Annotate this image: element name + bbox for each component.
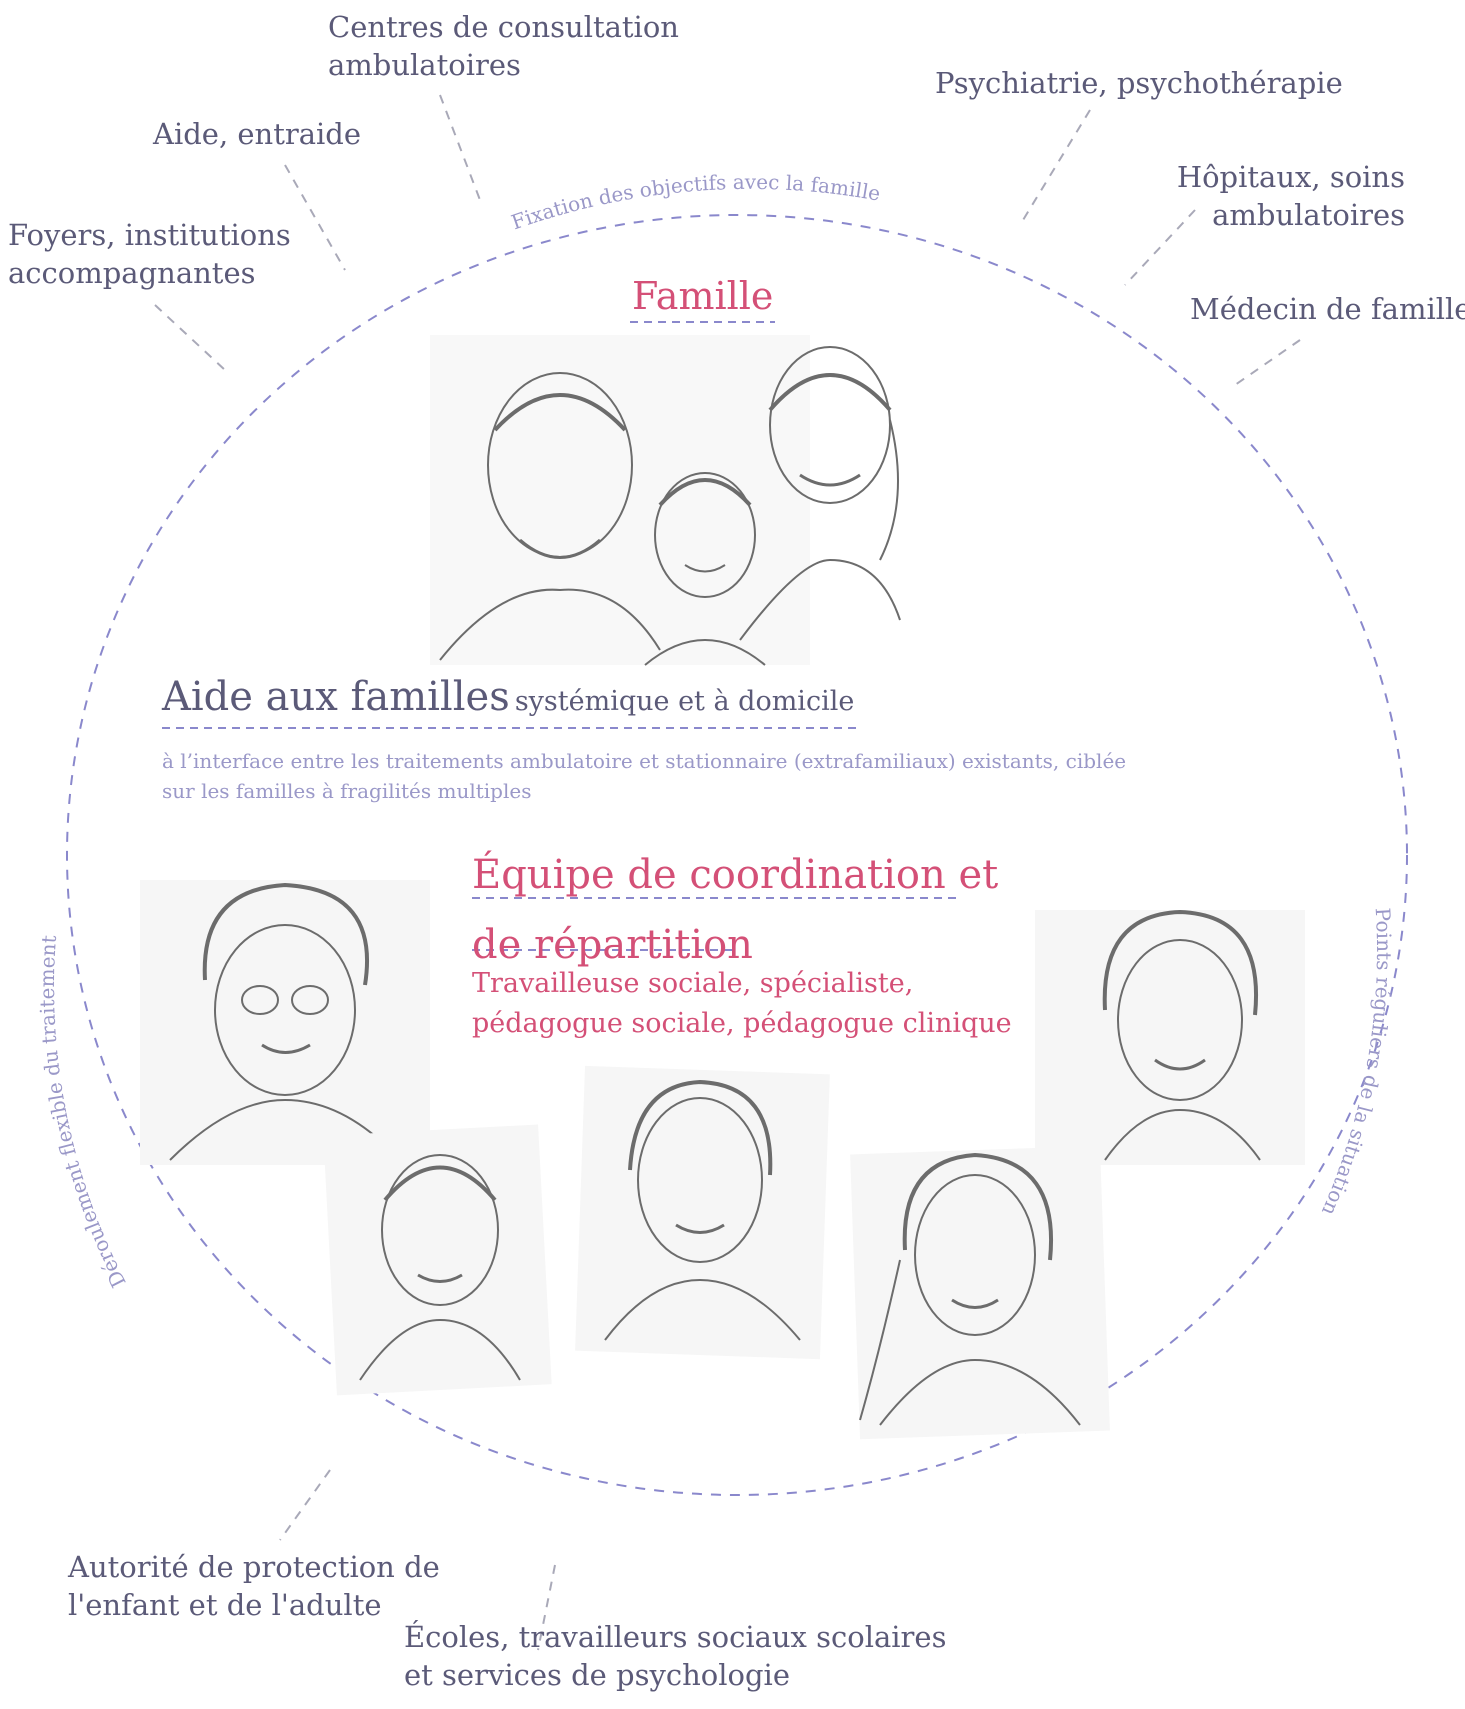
label-autorite-line1: Autorité de protection de <box>68 1550 440 1584</box>
interface-text: à l’interface entre les traitements ambu… <box>162 749 1127 803</box>
label-hopitaux-line2: ambulatoires <box>1212 198 1405 232</box>
label-aide-entraide: Aide, entraide <box>153 117 362 151</box>
connector-foyers <box>154 304 226 371</box>
equipe-title-line1: Équipe de coordination et <box>472 852 999 898</box>
roles-line2: pédagogue sociale, pédagogue clinique <box>472 1008 1012 1039</box>
label-foyers: Foyers, institutions accompagnantes <box>8 216 291 292</box>
staff-portrait-2 <box>323 1124 552 1396</box>
arc-label-right: Points réguliers de la situation <box>1317 907 1396 1219</box>
aide-subtitle: systémique et à domicile <box>514 686 855 717</box>
staff-portrait-1 <box>140 880 430 1165</box>
aide-title: Aide aux familles <box>162 674 510 720</box>
arc-label-top: Fixation des objectifs avec la famille <box>508 170 882 235</box>
roles-text: Travailleuse sociale, spécialiste, pédag… <box>472 964 1012 1044</box>
equipe-title: Équipe de coordination et de répartition <box>472 840 998 980</box>
label-centres: Centres de consultation ambulatoires <box>328 8 679 84</box>
connector-aide-entraide <box>284 164 346 271</box>
aide-heading: Aide aux familles systémique et à domici… <box>162 674 854 720</box>
connector-hopitaux <box>1124 209 1196 286</box>
label-psychiatrie: Psychiatrie, psychothérapie <box>935 66 1343 100</box>
label-ecoles: Écoles, travailleurs sociaux scolaires e… <box>404 1618 946 1694</box>
label-centres-line2: ambulatoires <box>328 48 521 82</box>
connector-autorite <box>279 1469 331 1541</box>
connector-medecin <box>1234 339 1301 386</box>
arc-label-left: Déroulement flexible du traitement <box>35 934 131 1291</box>
connector-centres <box>439 94 481 201</box>
label-autorite-line2: l'enfant et de l'adulte <box>68 1588 382 1622</box>
family-portrait <box>430 335 901 666</box>
label-foyers-line2: accompagnantes <box>8 256 256 290</box>
label-ecoles-line2: et services de psychologie <box>404 1658 790 1692</box>
label-ecoles-line1: Écoles, travailleurs sociaux scolaires <box>404 1620 947 1654</box>
roles-line1: Travailleuse sociale, spécialiste, <box>472 968 914 999</box>
connector-lines <box>154 94 1301 1651</box>
connector-ecoles <box>537 1564 556 1651</box>
label-autorite: Autorité de protection de l'enfant et de… <box>68 1548 440 1624</box>
staff-portrait-4 <box>850 1145 1110 1440</box>
connector-psychiatrie <box>1019 109 1091 226</box>
equipe-title-line2: de répartition <box>472 922 753 968</box>
label-hopitaux: Hôpitaux, soins ambulatoires <box>1177 158 1405 234</box>
family-title: Famille <box>632 274 774 318</box>
label-medecin: Médecin de famille <box>1190 292 1465 326</box>
network-circle <box>66 214 1408 1496</box>
label-hopitaux-line1: Hôpitaux, soins <box>1176 160 1405 194</box>
label-centres-line1: Centres de consultation <box>328 10 679 44</box>
staff-portrait-3 <box>575 1065 830 1360</box>
label-foyers-line1: Foyers, institutions <box>8 218 291 252</box>
staff-portrait-5 <box>1035 909 1305 1165</box>
